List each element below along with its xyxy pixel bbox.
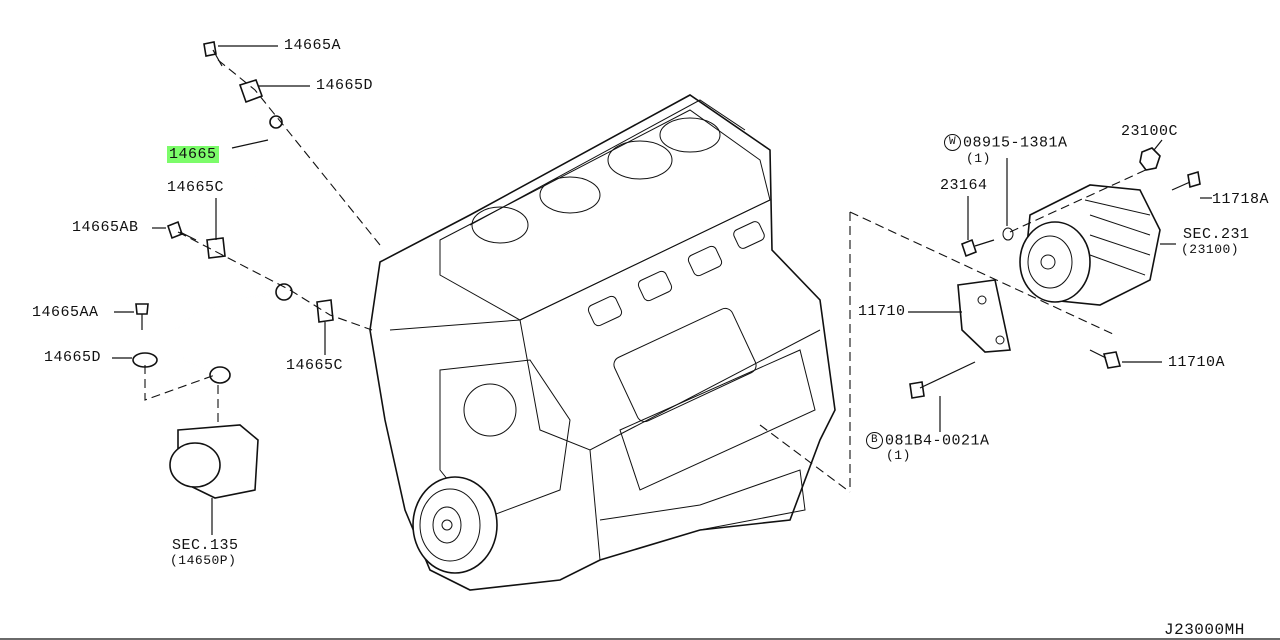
bolt-symbol: B — [866, 432, 883, 449]
alternator-assembly — [909, 147, 1201, 399]
callout-leaders — [112, 45, 1212, 535]
callout-11710[interactable]: 11710 — [858, 303, 906, 320]
oil-tube-assembly — [132, 41, 334, 499]
callout-081B4-qty: (1) — [886, 448, 911, 463]
callout-08915-qty: (1) — [966, 151, 991, 166]
callout-14665C-right[interactable]: 14665C — [286, 357, 344, 374]
callout-14665AB[interactable]: 14665AB — [72, 219, 139, 236]
callout-08915-label: 08915-1381A — [963, 134, 1068, 152]
diagram-code: J23000MH — [1164, 621, 1245, 639]
callout-11718A[interactable]: 11718A — [1212, 191, 1270, 208]
callout-14665C-left[interactable]: 14665C — [167, 179, 225, 196]
callout-sec135-part: (14650P) — [170, 553, 237, 568]
callout-14665D-top[interactable]: 14665D — [316, 77, 374, 94]
washer-symbol: W — [944, 134, 961, 151]
callout-14665-highlighted[interactable]: 14665 — [167, 146, 219, 163]
callout-sec231-part: (23100) — [1181, 242, 1240, 257]
callout-14665D-left[interactable]: 14665D — [44, 349, 102, 366]
callout-sec231[interactable]: SEC.231 — [1183, 226, 1250, 243]
callout-23164[interactable]: 23164 — [940, 177, 988, 194]
engine-block — [369, 94, 836, 591]
callout-23100C[interactable]: 23100C — [1121, 123, 1179, 140]
callout-11710A[interactable]: 11710A — [1168, 354, 1226, 371]
callout-14665A[interactable]: 14665A — [284, 37, 342, 54]
callout-14665AA[interactable]: 14665AA — [32, 304, 99, 321]
callout-sec135[interactable]: SEC.135 — [172, 537, 239, 554]
callout-081B4-label: 081B4-0021A — [885, 432, 990, 450]
